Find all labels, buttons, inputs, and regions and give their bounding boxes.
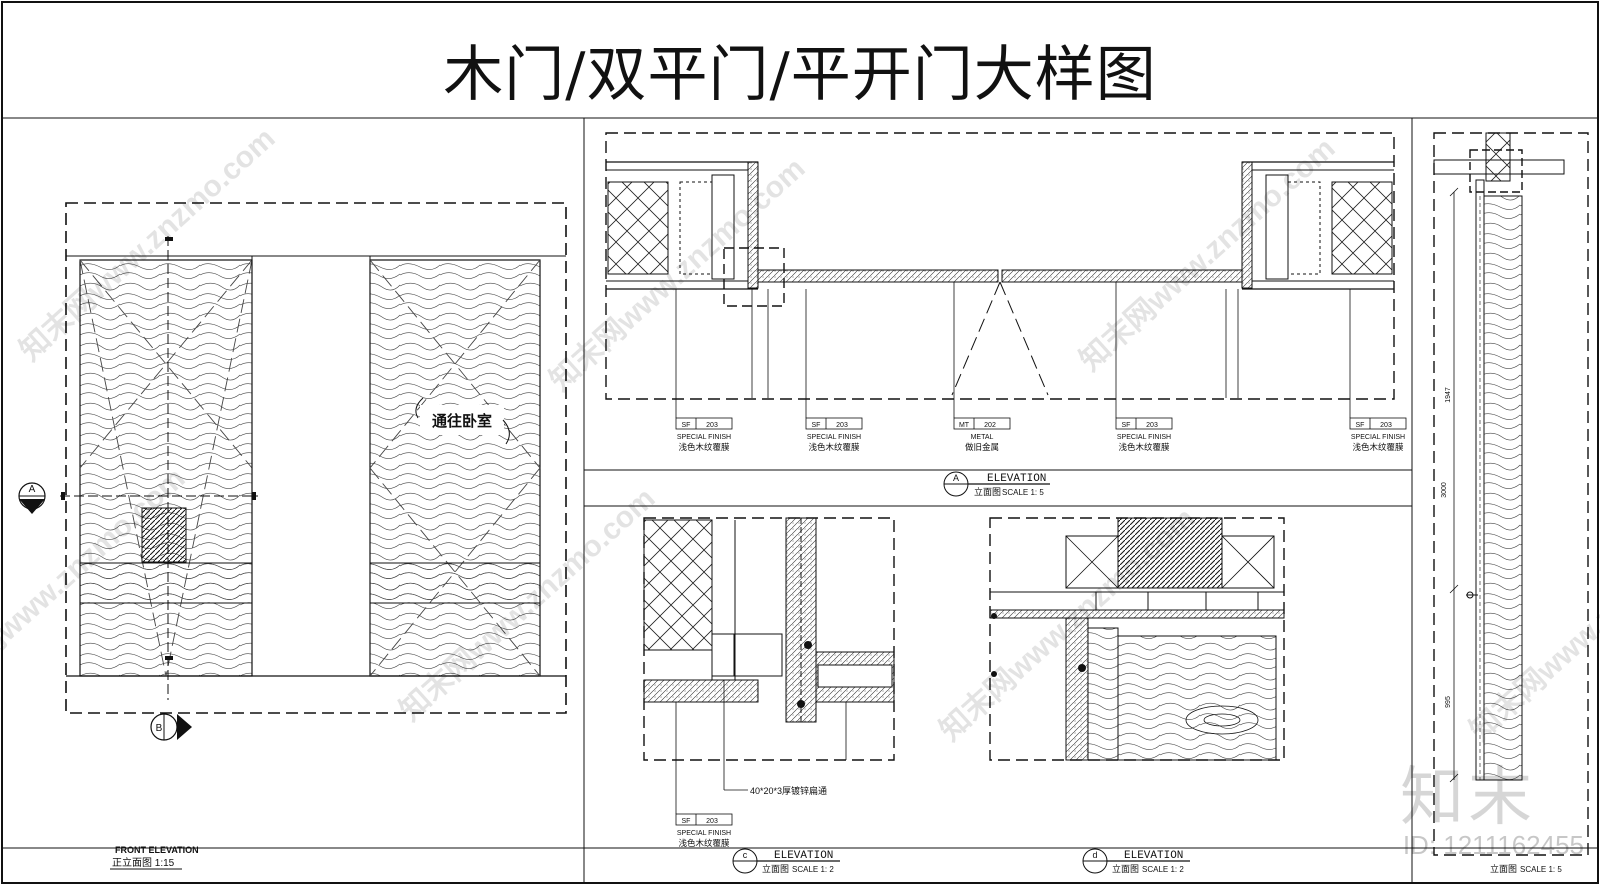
right-door-leaf: 通往卧室 <box>369 259 541 677</box>
svg-text:d: d <box>1092 850 1097 860</box>
svg-text:FRONT ELEVATION: FRONT ELEVATION <box>115 845 199 855</box>
sheet-title: 木门/双平门/平开门大样图 <box>443 40 1157 110</box>
tag-number: 203 <box>706 422 718 429</box>
front-elevation-caption: FRONT ELEVATION 正立面图 1:15 <box>110 845 199 870</box>
tag-name-cn: 浅色木纹覆膜 <box>1352 442 1404 452</box>
section-marker-b: B <box>150 713 192 741</box>
door-sign: 通往卧室 <box>432 412 492 430</box>
svg-text:c: c <box>743 850 748 860</box>
tag-number: 203 <box>836 422 848 429</box>
tag-name-cn: 浅色木纹覆膜 <box>678 442 730 452</box>
svg-text:A: A <box>29 484 36 495</box>
dim-1947: 1947 <box>1445 387 1452 403</box>
svg-text:ELEVATION: ELEVATION <box>774 850 833 862</box>
section-marker-a: A <box>18 482 46 514</box>
tag-code: SF <box>682 422 691 429</box>
tag-name-cn: 做旧金属 <box>965 442 999 452</box>
svg-text:立面图: 立面图 <box>974 486 1001 497</box>
tag-number: 202 <box>984 422 996 429</box>
svg-text:ELEVATION: ELEVATION <box>987 473 1046 485</box>
tag-code: SF <box>1356 422 1365 429</box>
detail-c-note: 40*20*3厚镀锌扁通 <box>750 785 827 796</box>
tag-number: 203 <box>706 818 718 825</box>
tag-code: SF <box>682 818 691 825</box>
svg-text:立面图: 立面图 <box>1112 863 1139 874</box>
tag-code: SF <box>812 422 821 429</box>
tag-code: SF <box>1122 422 1131 429</box>
tag-name-cn: 浅色木纹覆膜 <box>1118 442 1170 452</box>
detail-d-caption: d ELEVATION 立面图 SCALE 1: 2 <box>1082 848 1190 874</box>
svg-text:A: A <box>953 473 959 483</box>
detail-d: d ELEVATION 立面图 SCALE 1: 2 <box>989 517 1285 874</box>
svg-text:立面图: 立面图 <box>762 863 789 874</box>
tag-name-en: SPECIAL FINISH <box>807 434 861 441</box>
tag-name-en: SPECIAL FINISH <box>1351 434 1405 441</box>
front-elevation: 通往卧室 A B <box>18 202 567 870</box>
tag-number: 203 <box>1380 422 1392 429</box>
svg-text:SCALE 1: 5: SCALE 1: 5 <box>1002 488 1044 497</box>
tag-name-en: SPECIAL FINISH <box>1117 434 1171 441</box>
dim-995: 995 <box>1445 696 1452 708</box>
section-b-caption: 立面图 SCALE 1: 5 <box>1490 863 1562 874</box>
svg-text:SCALE 1: 2: SCALE 1: 2 <box>792 865 834 874</box>
tag-name-en: METAL <box>971 434 994 441</box>
tag-name-en: SPECIAL FINISH <box>677 830 731 837</box>
left-door-leaf <box>79 259 253 677</box>
tag-code: MT <box>959 422 970 429</box>
svg-text:ELEVATION: ELEVATION <box>1124 850 1183 862</box>
image-id: ID: 1211162455 <box>1402 830 1584 860</box>
elevation-a-caption: A ELEVATION 立面图 SCALE 1: 5 <box>943 471 1050 497</box>
svg-text:立面图: 立面图 <box>1490 863 1517 874</box>
detail-c-caption: c ELEVATION 立面图 SCALE 1: 2 <box>732 848 840 874</box>
section-b-detail: 1947 3000 995 立面图 SCALE 1: 5 <box>1433 132 1589 874</box>
svg-text:SCALE 1: 2: SCALE 1: 2 <box>1142 865 1184 874</box>
tag-name-cn: 浅色木纹覆膜 <box>678 838 730 848</box>
tag-number: 203 <box>1146 422 1158 429</box>
svg-text:SCALE 1: 5: SCALE 1: 5 <box>1520 865 1562 874</box>
watermark-logo: 知末 <box>1400 761 1536 835</box>
tag-name-en: SPECIAL FINISH <box>677 434 731 441</box>
svg-text:B: B <box>156 723 163 734</box>
dim-3000: 3000 <box>1441 482 1448 498</box>
tag-name-cn: 浅色木纹覆膜 <box>808 442 860 452</box>
svg-text:正立面图 1:15: 正立面图 1:15 <box>112 856 175 869</box>
